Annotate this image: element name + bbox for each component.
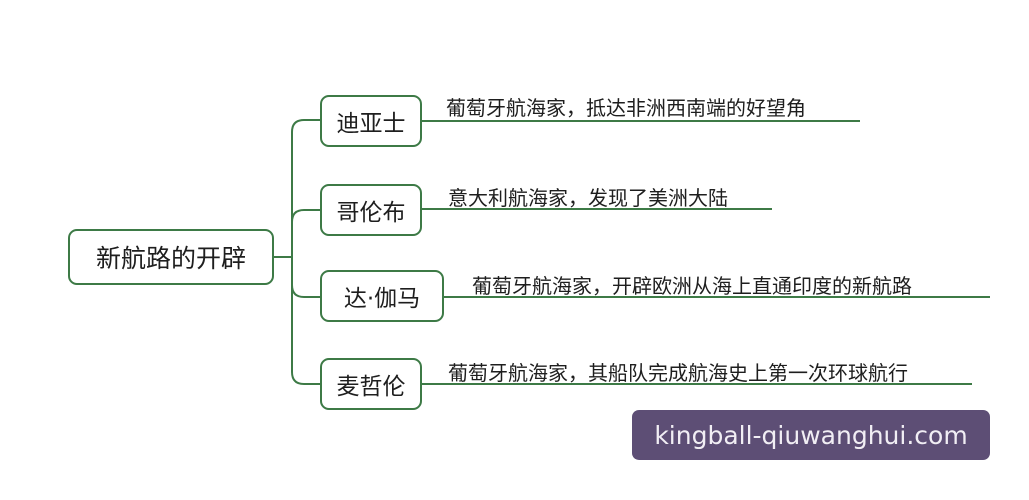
- root-label: 新航路的开辟: [95, 244, 246, 273]
- branch-node-columbus[interactable]: 哥伦布: [320, 184, 422, 236]
- branch-description: 葡萄牙航海家，抵达非洲西南端的好望角: [446, 96, 806, 120]
- branch-label: 达·伽马: [343, 286, 421, 312]
- branch-label: 麦哲伦: [336, 374, 406, 400]
- branch-node-da-gama[interactable]: 达·伽马: [320, 270, 444, 322]
- branch-description: 葡萄牙航海家，开辟欧洲从海上直通印度的新航路: [472, 274, 912, 298]
- branch-node-diaz[interactable]: 迪亚士: [320, 95, 422, 147]
- branch-node-magellan[interactable]: 麦哲伦: [320, 358, 422, 410]
- branch-underline: [422, 383, 972, 385]
- branch-underline: [444, 296, 990, 298]
- branch-underline: [422, 120, 860, 122]
- root-node[interactable]: 新航路的开辟: [68, 229, 274, 285]
- branch-description: 意大利航海家，发现了美洲大陆: [448, 186, 728, 210]
- watermark-text: kingball-qiuwanghui.com: [654, 420, 968, 450]
- branch-label: 哥伦布: [336, 200, 406, 226]
- watermark-badge: kingball-qiuwanghui.com: [632, 410, 990, 460]
- branch-label: 迪亚士: [336, 111, 406, 137]
- branch-underline: [422, 208, 772, 210]
- branch-description: 葡萄牙航海家，其船队完成航海史上第一次环球航行: [448, 361, 908, 385]
